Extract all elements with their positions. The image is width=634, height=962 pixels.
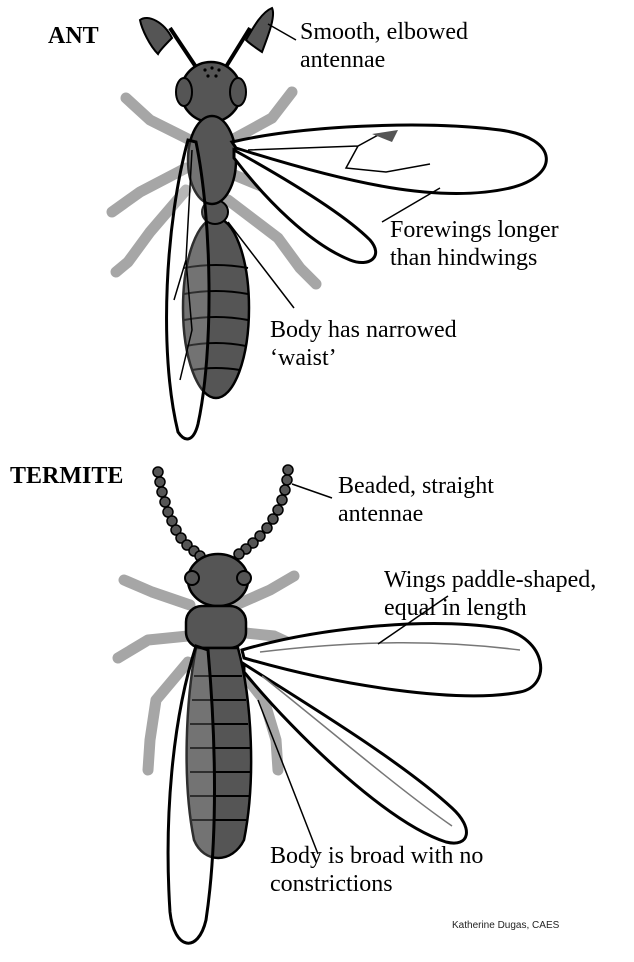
termite-wings-callout: Wings paddle-shaped, equal in length [384,566,596,622]
callout-line: Forewings longer [390,216,559,244]
callout-line: antennae [338,500,494,528]
callout-line: ‘waist’ [270,344,457,372]
callout-line: Wings paddle-shaped, [384,566,596,594]
termite-title: TERMITE [10,462,123,490]
termite-body-callout: Body is broad with no constrictions [270,842,483,898]
image-credit: Katherine Dugas, CAES [452,920,559,932]
ant-wings-callout: Forewings longer than hindwings [390,216,559,272]
callout-line: constrictions [270,870,483,898]
leader-ant-antennae [268,24,296,40]
ant-title: ANT [48,22,99,50]
callout-line: Beaded, straight [338,472,494,500]
ant-antennae [140,8,273,70]
callout-line: than hindwings [390,244,559,272]
callout-line: Body is broad with no [270,842,483,870]
ant-body-callout: Body has narrowed ‘waist’ [270,316,457,372]
termite-antennae-callout: Beaded, straight antennae [338,472,494,528]
ant-head [176,62,246,122]
termite-left-wing [168,646,214,943]
termite-antennae [153,465,293,561]
termite-head [185,554,251,606]
termite-thorax [186,606,246,648]
callout-line: Smooth, elbowed [300,18,468,46]
ant-antennae-callout: Smooth, elbowed antennae [300,18,468,74]
leader-termite-antennae [292,484,332,498]
callout-line: Body has narrowed [270,316,457,344]
callout-line: equal in length [384,594,596,622]
callout-line: antennae [300,46,468,74]
